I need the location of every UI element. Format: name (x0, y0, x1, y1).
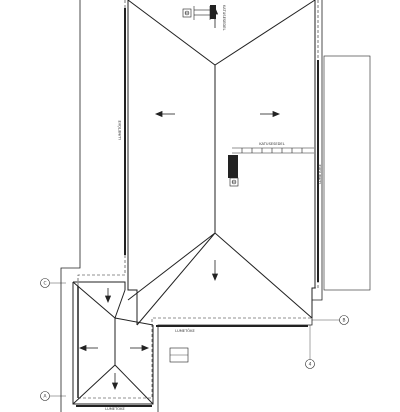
grid-markers (40, 278, 349, 401)
label-katusesedel-top: KATUSESEDEL (222, 5, 226, 30)
top-ladder (193, 6, 211, 20)
right-gutter-block (323, 55, 371, 291)
label-kc-mid: KC (232, 180, 236, 184)
label-lumetoke-left: LUMETÕKE (117, 120, 122, 140)
grid-marker-4-circle (305, 359, 315, 369)
grid-marker-b: B (342, 318, 345, 324)
lower-hip-ridges (127, 232, 313, 326)
grid-marker-c: C (43, 281, 46, 287)
label-kc-top: KC (185, 11, 189, 15)
label-lumetoke-bottom: LUMETÕKE (175, 328, 195, 333)
roof-hatch (228, 155, 238, 178)
wing-hip-ridges (72, 281, 154, 405)
grid-marker-c-circle (40, 278, 50, 288)
main-roof-eave (127, 0, 316, 325)
label-lumetoke-right: LUMETÕKE (317, 164, 322, 184)
wall-line-dashed (77, 0, 319, 399)
main-hip-ridges (127, 0, 316, 233)
grid-marker-4: 4 (309, 362, 312, 368)
grid-marker-b-circle (339, 315, 349, 325)
grid-marker-a-circle (40, 391, 50, 401)
label-katusesedel: KATUSESEDEL (259, 142, 284, 146)
grid-marker-a: A (43, 394, 46, 400)
label-lumetoke-lower: LUMETÕKE (105, 406, 125, 411)
chimney-top (182, 8, 192, 18)
wing-roof-outline (72, 281, 154, 405)
chimney-mid (229, 177, 239, 187)
roof-ladder (232, 147, 314, 154)
roof-outline (60, 0, 323, 412)
slope-arrows (78, 6, 281, 391)
